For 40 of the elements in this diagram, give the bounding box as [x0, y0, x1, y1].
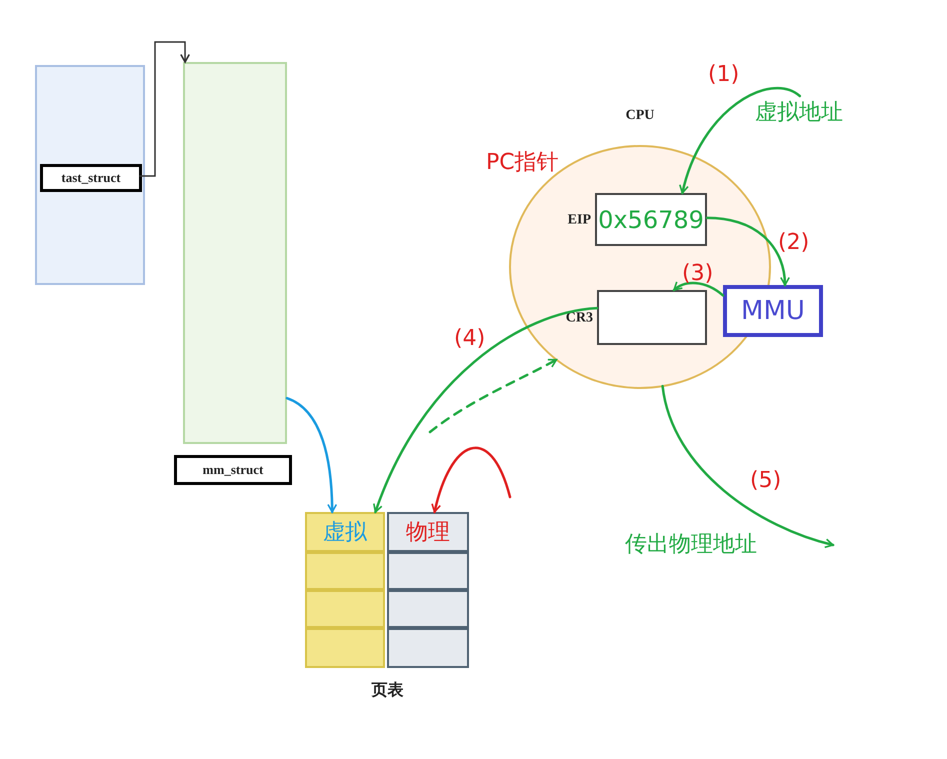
node-text: 虚拟 [323, 518, 367, 546]
table-cell [305, 590, 385, 628]
arrow [680, 87, 802, 194]
node-text: 0x56789 [598, 208, 704, 232]
step-number: (2) [778, 229, 810, 257]
table-caption: 页表 [372, 679, 404, 701]
step-number: (3) [682, 260, 714, 288]
node-text: 物理 [406, 518, 450, 546]
arrow [706, 216, 790, 286]
struct-label-box [174, 455, 292, 485]
cpu-label: CPU [626, 107, 654, 125]
step-number: (4) [454, 325, 486, 353]
table-cell [387, 512, 469, 552]
table-cell [305, 552, 385, 590]
mmu-box [723, 285, 823, 337]
memory-block [35, 65, 145, 285]
arrow [432, 446, 512, 514]
memory-block [183, 62, 287, 444]
arrow [428, 358, 558, 434]
table-cell [305, 512, 385, 552]
arrow [373, 306, 598, 514]
table-cell [387, 628, 469, 668]
table-cell [387, 552, 469, 590]
register-label: EIP [568, 211, 591, 229]
label-text: PC指针 [486, 149, 559, 177]
table-cell [305, 628, 385, 668]
step-number: (5) [750, 467, 782, 495]
arrow [286, 396, 338, 514]
arrow [661, 384, 834, 548]
step-number: (1) [708, 61, 740, 89]
table-cell [387, 590, 469, 628]
node-text: mm_struct [202, 461, 264, 480]
arrow [139, 41, 190, 177]
node-text: MMU [741, 294, 805, 328]
arrow [672, 281, 724, 297]
node-text: 虚拟地址 [755, 98, 843, 126]
register-label: CR3 [566, 309, 593, 327]
label-text: 传出物理地址 [625, 531, 757, 559]
node-text: tast_struct [61, 169, 121, 188]
struct-label-box [40, 164, 142, 192]
